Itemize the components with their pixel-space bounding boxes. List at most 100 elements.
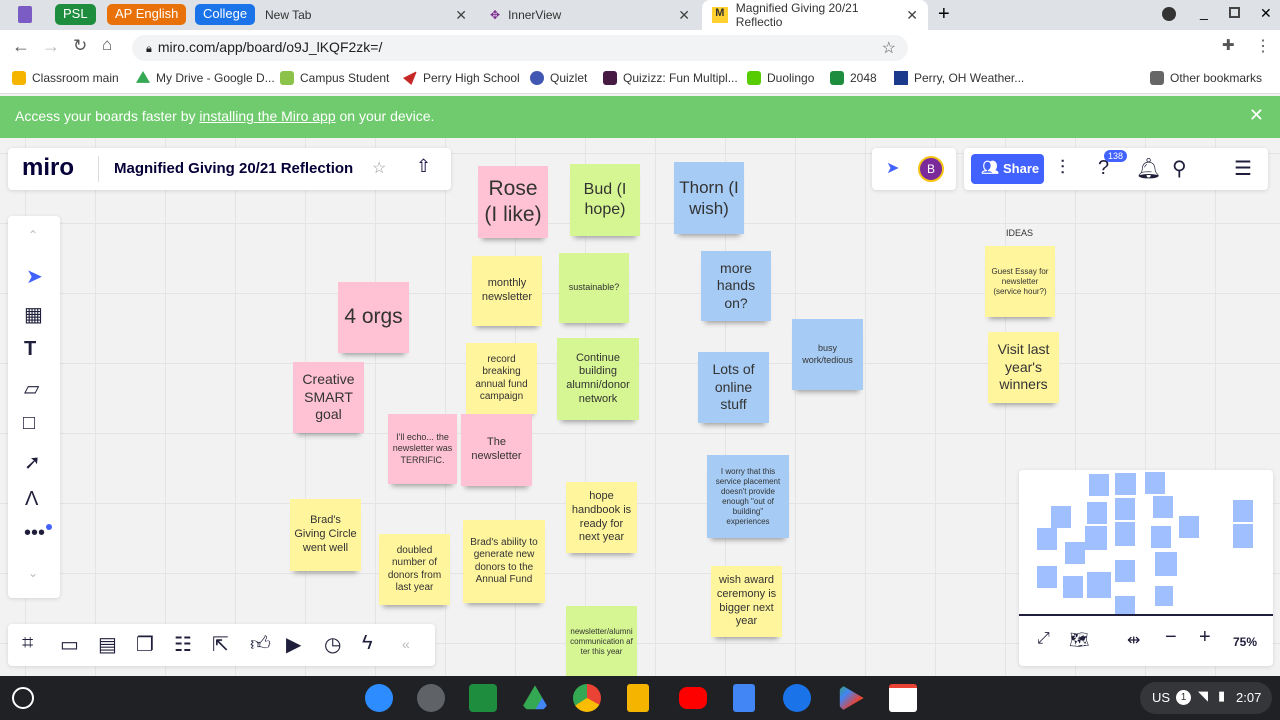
ideas-label[interactable]: IDEAS (1006, 228, 1034, 238)
sticky-note-icon[interactable]: ▱ (24, 378, 40, 400)
sticky-note[interactable]: wish award ceremony is bigger next year (711, 566, 782, 637)
avatar[interactable]: B (918, 156, 944, 182)
reload-icon[interactable]: ↻ (73, 36, 88, 55)
share-button[interactable]: 👥︎Share (971, 154, 1044, 184)
close-icon[interactable]: ✕ (678, 6, 690, 23)
bell-icon[interactable]: 🔔︎ (1136, 158, 1162, 180)
maximize-button[interactable] (1229, 7, 1240, 18)
sticky-note[interactable]: I worry that this service placement does… (707, 455, 789, 538)
scroll-down-icon[interactable]: ⌄ (28, 566, 39, 580)
minimap[interactable] (1019, 470, 1273, 616)
bookmark-weather[interactable]: Perry, OH Weather... (894, 71, 1024, 85)
zoom-in-icon[interactable]: + (1199, 626, 1211, 648)
sticky-note[interactable]: doubled number of donors from last year (379, 534, 450, 605)
sticky-note[interactable]: record breaking annual fund campaign (466, 343, 537, 414)
shape-tool-icon[interactable]: □ (23, 412, 36, 434)
sticky-note[interactable]: Brad's Giving Circle went well (290, 499, 361, 571)
chrome-app-icon[interactable] (573, 684, 601, 712)
profile-dropdown-icon[interactable] (1162, 7, 1176, 21)
video-chat-icon[interactable]: ▶ (286, 634, 302, 656)
voting-thumbs-up-icon[interactable]: 👍︎ (250, 633, 271, 655)
export-icon[interactable]: ⇧ (416, 156, 432, 176)
presentation-icon[interactable]: ▭ (60, 634, 79, 656)
sticky-note[interactable]: newsletter/alumni communication after th… (566, 606, 637, 676)
youtube-app-icon[interactable] (679, 687, 707, 709)
text-tool-icon[interactable]: T (24, 338, 37, 360)
new-tab-button[interactable]: + (938, 3, 950, 25)
home-icon[interactable]: ⌂ (102, 35, 113, 54)
docs-app-icon[interactable] (733, 684, 755, 712)
sticky-note[interactable]: Thorn (I wish) (674, 162, 744, 234)
cards-icon[interactable]: ☷ (174, 634, 192, 656)
cursor-filter-icon[interactable]: ➤ (886, 160, 900, 177)
pen-tool-icon[interactable]: Λ (25, 488, 39, 510)
bookmark-classroom[interactable]: Classroom main (12, 71, 119, 85)
zoom-app-icon[interactable] (365, 684, 393, 712)
close-icon[interactable]: ✕ (455, 6, 467, 23)
bookmark-quizlet[interactable]: Quizlet (530, 71, 587, 85)
slides-app-icon[interactable] (627, 684, 649, 712)
select-tool-icon[interactable]: ➤ (26, 266, 43, 288)
tab-new-tab[interactable]: New Tab✕ (255, 0, 477, 30)
notes-icon[interactable]: ☰ (1234, 158, 1252, 180)
connector-arrow-icon[interactable]: ➚ (24, 452, 41, 474)
tab-group-ap-english[interactable]: AP English (107, 4, 187, 25)
share-screen-icon[interactable]: ⇱ (212, 634, 229, 656)
back-icon[interactable]: ← (12, 36, 30, 56)
sticky-note[interactable]: more hands on? (701, 251, 771, 321)
sticky-note[interactable]: I'll echo... the newsletter was TERRIFIC… (388, 414, 457, 484)
bookmark-2048[interactable]: 2048 (830, 71, 877, 85)
sticky-note[interactable]: Rose (I like) (478, 166, 548, 238)
files-app-icon[interactable] (783, 684, 811, 712)
sticky-note[interactable]: Visit last year's winners (988, 332, 1059, 403)
pdf-tab-icon[interactable] (18, 6, 32, 23)
board-title[interactable]: Magnified Giving 20/21 Reflection (114, 160, 354, 177)
other-bookmarks[interactable]: Other bookmarks (1150, 71, 1262, 85)
sticky-note[interactable]: Guest Essay for newsletter (service hour… (985, 246, 1055, 317)
tab-innerview[interactable]: ✥InnerView✕ (480, 0, 700, 30)
scroll-up-icon[interactable]: ⌃ (28, 228, 39, 242)
sticky-note[interactable]: hope handbook is ready for next year (566, 482, 637, 553)
sticky-note[interactable]: Lots of online stuff (698, 352, 769, 423)
lightning-icon[interactable]: ϟ (362, 632, 373, 654)
tab-group-psl[interactable]: PSL (55, 4, 96, 25)
sticky-note[interactable]: monthly newsletter (472, 256, 542, 326)
search-icon[interactable]: ⚲ (1172, 158, 1187, 180)
board-canvas[interactable]: miro Magnified Giving 20/21 Reflection ☆… (0, 138, 1280, 676)
fit-screen-icon[interactable]: ⤢ (1037, 630, 1050, 647)
camera-app-icon[interactable] (417, 684, 445, 712)
sticky-note[interactable]: Brad's ability to generate new donors to… (463, 520, 545, 603)
fit-width-icon[interactable]: ⇹ (1127, 632, 1141, 649)
comments-icon[interactable]: ▤ (98, 634, 117, 656)
bookmark-duolingo[interactable]: Duolingo (747, 71, 814, 85)
minimize-button[interactable]: _ (1200, 4, 1208, 20)
templates-icon[interactable]: ▦ (24, 304, 43, 326)
collapse-toolbar-icon[interactable]: « (402, 636, 410, 652)
settings-sliders-icon[interactable]: ⫶ (1060, 157, 1065, 179)
install-app-link[interactable]: installing the Miro app (199, 108, 336, 124)
bookmark-campus[interactable]: Campus Student (280, 71, 389, 85)
bookmark-quizizz[interactable]: Quizizz: Fun Multipl... (603, 71, 738, 85)
star-icon[interactable]: ☆ (372, 160, 387, 177)
gmail-app-icon[interactable] (889, 684, 917, 712)
sticky-note[interactable]: The newsletter (461, 414, 532, 486)
bookmark-drive[interactable]: My Drive - Google D... (136, 71, 275, 85)
tab-group-college[interactable]: College (195, 4, 256, 25)
sticky-note[interactable]: 4 orgs (338, 282, 409, 353)
zoom-level[interactable]: 75% (1233, 635, 1258, 649)
bookmark-star-icon[interactable]: ☆ (881, 40, 896, 57)
launcher-icon[interactable] (12, 687, 34, 709)
sticky-note[interactable]: Creative SMART goal (293, 362, 364, 433)
status-tray[interactable]: US 1 ◥ ▮ 2:07 (1140, 682, 1272, 714)
frames-icon[interactable]: ⌗ (22, 632, 34, 654)
miro-logo[interactable]: miro (22, 154, 75, 181)
sticky-note[interactable]: Continue building alumni/donor network (557, 338, 639, 420)
chrome-menu-icon[interactable]: ⋮ (1255, 38, 1271, 55)
chat-icon[interactable]: ❐ (136, 634, 154, 656)
extensions-icon[interactable]: ✚ (1222, 37, 1235, 54)
bookmark-perry[interactable]: Perry High School (403, 71, 520, 85)
close-icon[interactable]: ✕ (906, 6, 918, 23)
map-icon[interactable]: 🗺︎ (1069, 632, 1090, 649)
sticky-note[interactable]: sustainable? (559, 253, 629, 323)
